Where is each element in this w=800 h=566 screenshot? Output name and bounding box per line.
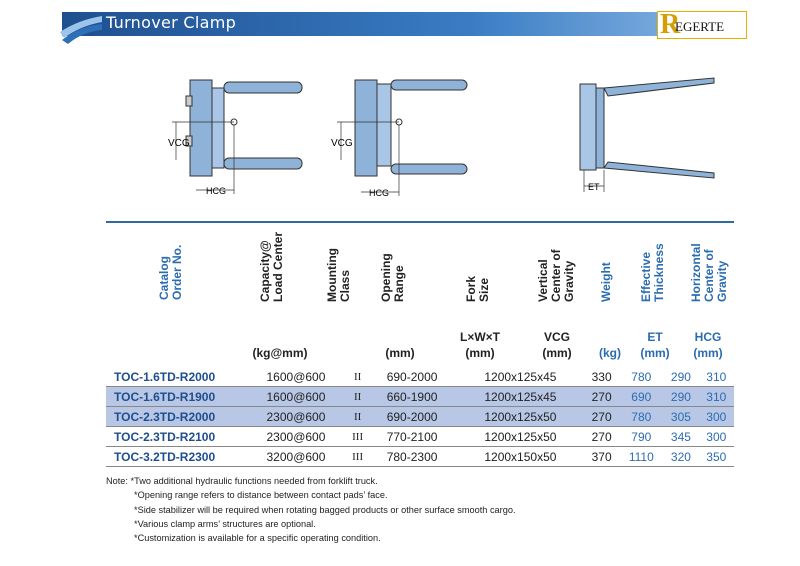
cell-vcg: 270 — [583, 426, 620, 447]
cell-class: III — [347, 446, 368, 467]
cell-model: TOC-2.3TD-R2100 — [106, 426, 244, 447]
vcg-label: VCG — [168, 138, 190, 149]
cell-weight: 690 — [619, 386, 664, 407]
cell-et: 305 — [663, 406, 699, 427]
logo-text: EGERTE — [675, 19, 725, 34]
cell-class: II — [347, 367, 368, 387]
cell-class: II — [347, 406, 368, 427]
cell-opening: 690-2000 — [367, 367, 457, 387]
cell-vcg: 370 — [583, 446, 620, 467]
vcg-label-2: VCG — [331, 138, 353, 149]
cell-hcg: 300 — [698, 406, 734, 427]
cell-opening: 690-2000 — [367, 406, 457, 427]
cell-fork: 1200x125x45 — [456, 367, 584, 387]
cell-model: TOC-3.2TD-R2300 — [106, 446, 244, 467]
page-title: Turnover Clamp — [106, 13, 237, 32]
cell-capacity: 2300@600 — [244, 406, 348, 427]
header-weight: Weight — [599, 262, 613, 302]
note-line: *Side stabilizer will be required when r… — [134, 504, 516, 515]
cell-hcg: 300 — [698, 426, 734, 447]
note-line: *Various clamp arms’ structures are opti… — [134, 518, 316, 529]
note-line: Note: *Two additional hydraulic function… — [106, 476, 378, 486]
cell-fork: 1200x125x50 — [456, 426, 584, 447]
cell-hcg: 350 — [698, 446, 734, 467]
header-bar — [62, 12, 744, 36]
unit-fork-dims: L×W×T — [459, 330, 500, 344]
cell-capacity: 1600@600 — [244, 367, 348, 387]
cell-model: TOC-1.6TD-R2000 — [106, 367, 244, 387]
brand-logo: R EGERTE — [657, 9, 747, 40]
cell-model: TOC-2.3TD-R2000 — [106, 406, 244, 427]
unit-hcg-label: HCG — [694, 330, 722, 344]
clamp-diagram-side: ET — [579, 77, 715, 192]
cell-et: 320 — [663, 446, 699, 467]
notes: Note: *Two additional hydraulic function… — [106, 474, 516, 545]
cell-class: III — [347, 426, 368, 447]
cell-weight: 780 — [619, 406, 664, 427]
cell-weight: 1110 — [619, 446, 664, 467]
unit-vcg-label: VCG — [543, 330, 570, 344]
cell-fork: 1200x150x50 — [456, 446, 584, 467]
cell-class: II — [347, 386, 368, 407]
cell-vcg: 330 — [583, 367, 620, 387]
unit-et-label: ET — [647, 330, 663, 344]
cell-et: 345 — [663, 426, 699, 447]
hcg-label: HCG — [206, 186, 226, 196]
cell-weight: 780 — [619, 367, 664, 387]
cell-capacity: 2300@600 — [244, 426, 348, 447]
et-label: ET — [588, 182, 600, 192]
header-capacity: Capacity@Load Center — [258, 231, 285, 302]
cell-vcg: 270 — [583, 386, 620, 407]
hcg-label-2: HCG — [369, 188, 389, 198]
swoosh-icon — [60, 16, 102, 44]
logo-letter: R — [660, 9, 681, 40]
unit-hcg: (mm) — [693, 346, 723, 360]
table-top-rule — [106, 221, 734, 223]
unit-et: (mm) — [640, 346, 670, 360]
cell-vcg: 270 — [583, 406, 620, 427]
unit-fork: (mm) — [465, 346, 495, 360]
cell-opening: 770-2100 — [367, 426, 457, 447]
cell-hcg: 310 — [698, 386, 734, 407]
cell-model: TOC-1.6TD-R1900 — [106, 386, 244, 407]
unit-opening: (mm) — [385, 346, 415, 360]
unit-capacity: (kg@mm) — [252, 346, 308, 360]
cell-opening: 780-2300 — [367, 446, 457, 467]
unit-vcg: (mm) — [542, 346, 572, 360]
cell-fork: 1200x125x45 — [456, 386, 584, 407]
clamp-diagram-open: VCG HCG — [331, 79, 468, 198]
cell-weight: 790 — [619, 426, 664, 447]
cell-et: 290 — [663, 367, 699, 387]
cell-fork: 1200x125x50 — [456, 406, 584, 427]
cell-et: 290 — [663, 386, 699, 407]
cell-opening: 660-1900 — [367, 386, 457, 407]
unit-weight: (kg) — [599, 346, 621, 360]
note-line: *Customization is available for a specif… — [134, 533, 381, 544]
note-line: *Opening range refers to distance betwee… — [134, 490, 388, 501]
cell-capacity: 1600@600 — [244, 386, 348, 407]
cell-hcg: 310 — [698, 367, 734, 387]
cell-capacity: 3200@600 — [244, 446, 348, 467]
clamp-diagram-front: VCG HCG — [168, 79, 303, 196]
